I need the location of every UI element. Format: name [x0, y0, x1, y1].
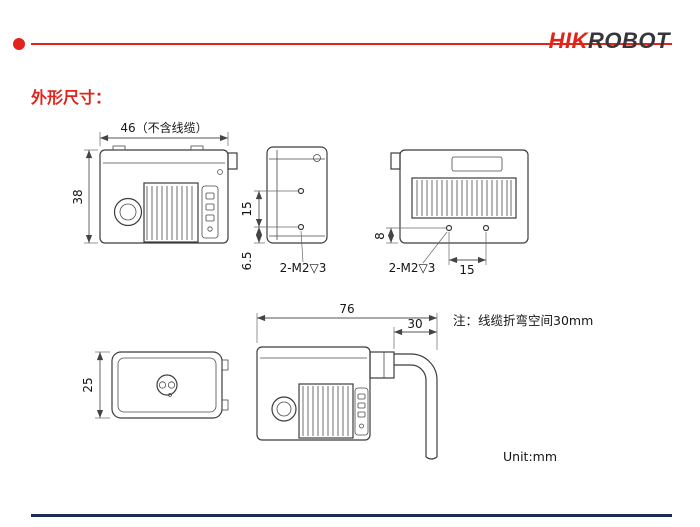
- heatsink-grille: [298, 383, 354, 439]
- dim-cable-bend: 30: [407, 317, 422, 331]
- cable: [394, 353, 438, 457]
- section-title: 外形尺寸：: [31, 90, 112, 107]
- cable-connector-stub: [227, 152, 238, 170]
- indicator-panel: [354, 387, 369, 436]
- logo-robot-text: ROBOT: [588, 28, 670, 53]
- top-view: 25: [81, 351, 229, 419]
- mounting-hole: [482, 224, 490, 232]
- mounting-hole: [297, 223, 305, 231]
- side-view: 15 6.5 2-M2▽3: [240, 146, 328, 275]
- thread-callout-side: 2-M2▽3: [280, 261, 327, 275]
- cable-side-view: 76 30: [256, 302, 438, 460]
- mounting-hole: [445, 224, 453, 232]
- label-window: [451, 156, 503, 172]
- footer-rule: [31, 514, 672, 517]
- unit-label: Unit:mm: [503, 449, 557, 464]
- header-rule: [31, 43, 672, 45]
- dim-side-hole-spacing: 15: [240, 201, 254, 216]
- hikrobot-logo: HIKROBOT: [549, 28, 670, 54]
- mounting-hole: [297, 187, 305, 195]
- brand-dot: [13, 38, 25, 50]
- thread-callout-back: 2-M2▽3: [389, 261, 436, 275]
- dim-top-depth: 25: [81, 377, 95, 392]
- cable-connector-stub: [369, 351, 395, 379]
- back-view: 8 15 2-M2▽3: [373, 149, 529, 277]
- dim-overall-length: 76: [339, 302, 354, 316]
- indicator-panel: [201, 185, 219, 239]
- lens-icon: [271, 396, 297, 422]
- dim-front-height: 38: [71, 189, 85, 204]
- dim-side-hole-offset: 6.5: [240, 251, 254, 270]
- dim-back-hole-spacing: 15: [459, 263, 474, 277]
- dim-front-width: 46（不含线缆）: [120, 120, 207, 135]
- cable-bend-note: 注：线缆折弯空间30mm: [453, 313, 593, 328]
- front-view: 46（不含线缆） 38: [71, 120, 238, 244]
- logo-hik-text: HIK: [548, 28, 589, 53]
- heatsink-grille: [411, 177, 517, 219]
- lens-icon: [113, 197, 143, 227]
- cable-connector-stub: [390, 152, 401, 170]
- heatsink-grille: [143, 182, 199, 243]
- beeper-icon: [156, 374, 178, 396]
- dim-back-hole-offset: 8: [373, 232, 387, 240]
